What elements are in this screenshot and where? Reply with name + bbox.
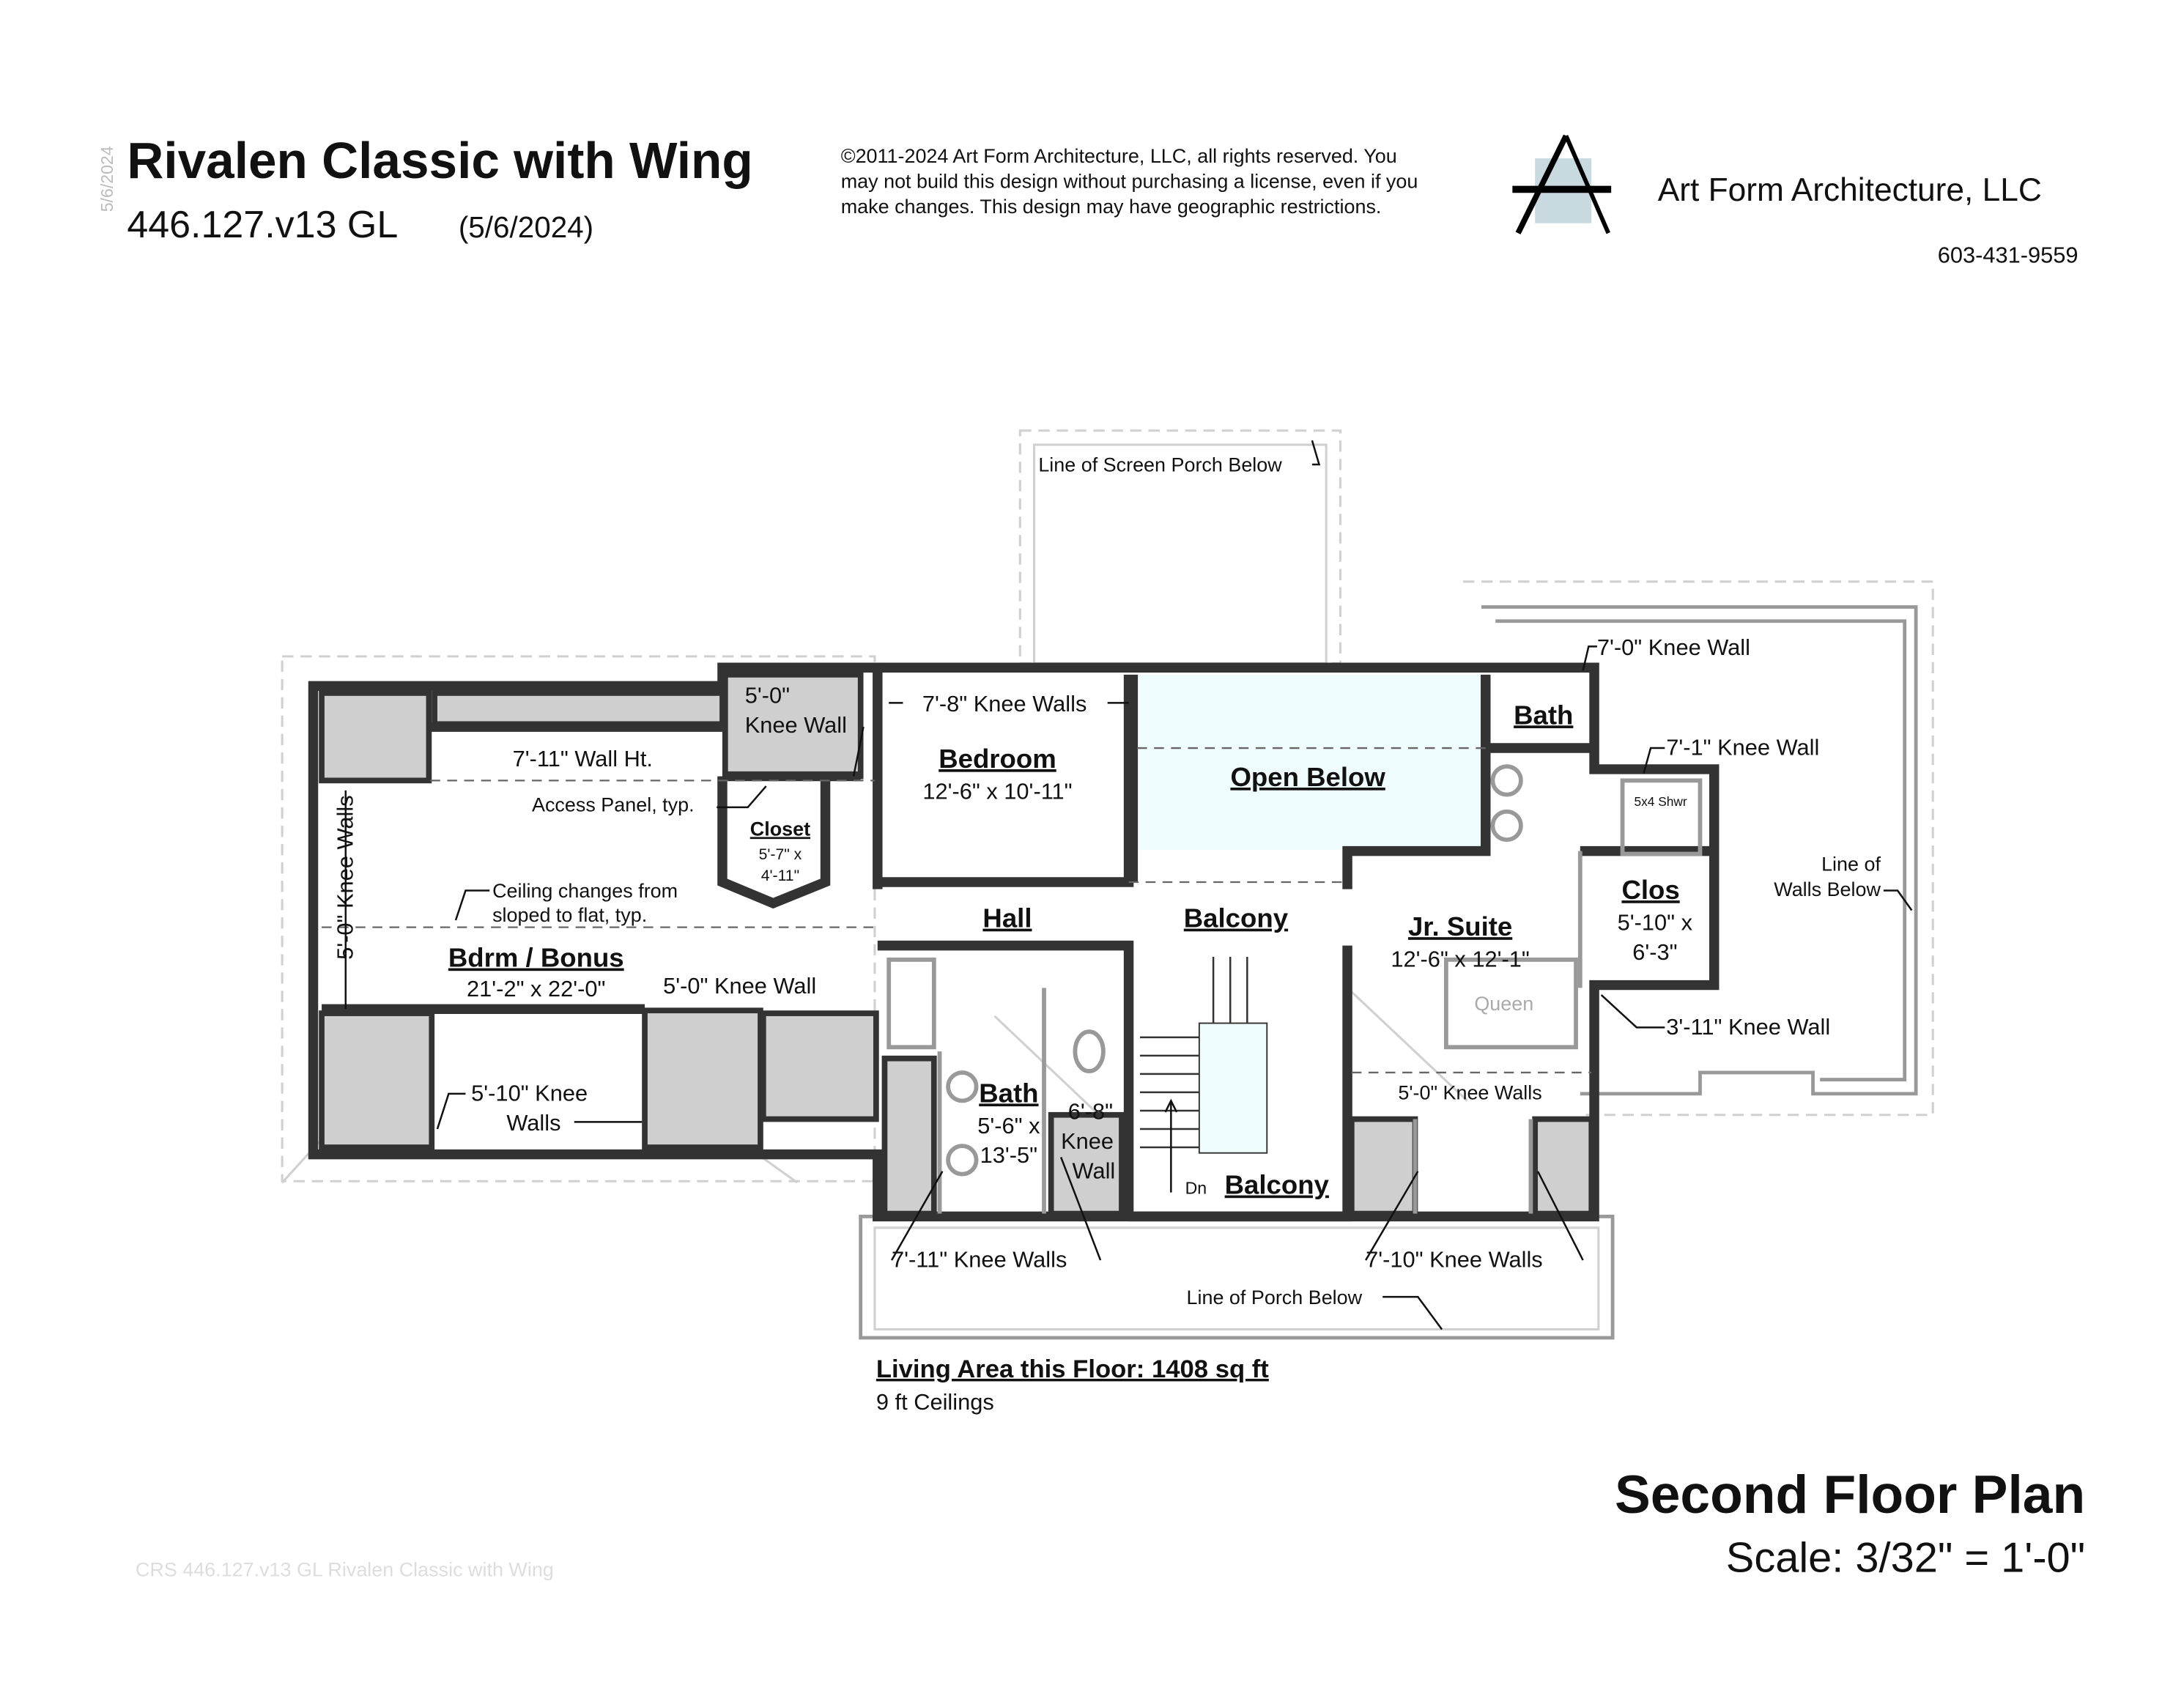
knee-3-11-arrow (1600, 994, 1665, 1029)
room-clos-size-1: 5'-10" x (1618, 909, 1693, 935)
copyright-line-2: may not build this design without purcha… (841, 171, 1418, 193)
plan-number: 446.127.v13 GL (127, 204, 398, 246)
note-ceiling-1: Ceiling changes from (492, 880, 678, 902)
room-bath-top-name: Bath (1514, 700, 1573, 730)
porch-arrow (1382, 1295, 1443, 1330)
company-phone: 603-431-9559 (1938, 243, 2078, 268)
access-panel-arrow (717, 785, 767, 809)
room-clos-size-2: 6'-3" (1632, 939, 1677, 965)
room-clos-name: Clos (1621, 875, 1679, 905)
note-knee-7-11: 7'-11" Knee Walls (892, 1247, 1067, 1273)
company-name: Art Form Architecture, LLC (1658, 172, 2042, 208)
note-knee-7-10: 7'-10" Knee Walls (1366, 1247, 1543, 1273)
note-knee-6-8-3: Wall (1073, 1158, 1116, 1183)
open-below-area (1137, 674, 1484, 850)
knee-7-10-arrows (1365, 1171, 1584, 1261)
plan-date: (5/6/2024) (459, 210, 593, 244)
room-bedroom-size: 12'-6" x 10'-11" (922, 778, 1072, 804)
room-bedroom-name: Bedroom (939, 744, 1056, 774)
knee-7-8-arrows (852, 702, 1129, 777)
room-balcony-bottom-name: Balcony (1225, 1170, 1330, 1200)
note-knee-5-10-2: Walls (506, 1110, 560, 1136)
knee-7-0-arrow (1582, 645, 1597, 671)
copyright-line-3: make changes. This design may have geogr… (841, 196, 1382, 218)
note-knee-5-0-a-2: Knee Wall (745, 712, 847, 738)
note-knee-3-11: 3'-11" Knee Wall (1666, 1014, 1830, 1040)
line-walls-arrow (1883, 889, 1913, 911)
lines-below (281, 429, 1934, 1340)
room-closet-size-2: 4'-11" (761, 867, 799, 884)
note-knee-5-0-a-1: 5'-0" (745, 682, 790, 708)
note-wall-ht: 7'-11" Wall Ht. (513, 746, 653, 771)
note-knee-6-8-1: 6'-8" (1068, 1099, 1113, 1125)
screen-porch-arrow (1311, 440, 1321, 466)
room-hall-name: Hall (982, 903, 1032, 933)
note-shower: 5x4 Shwr (1634, 794, 1687, 809)
room-balcony-top-name: Balcony (1184, 903, 1289, 933)
room-bath-lower-size-2: 13'-5" (980, 1142, 1037, 1168)
note-knee-7-1: 7'-1" Knee Wall (1666, 735, 1819, 760)
plan-title: Rivalen Classic with Wing (127, 132, 752, 189)
note-knee-5-0-b: 5'-0" Knee Wall (663, 973, 816, 999)
stair-opening (1198, 1022, 1268, 1154)
side-date: 5/6/2024 (97, 146, 116, 212)
note-line-walls-2: Walls Below (1774, 878, 1881, 900)
note-queen: Queen (1474, 993, 1533, 1015)
note-stair-dn: Dn (1185, 1179, 1207, 1198)
stair-treads (1139, 957, 1248, 1193)
room-jr-suite-name: Jr. Suite (1408, 911, 1512, 941)
copyright-line-1: ©2011-2024 Art Form Architecture, LLC, a… (841, 145, 1397, 167)
note-knee-6-8-2: Knee (1061, 1128, 1114, 1154)
room-bath-lower-name: Bath (979, 1078, 1038, 1108)
note-screen-porch: Line of Screen Porch Below (1038, 454, 1282, 476)
ceiling-lines (322, 747, 1592, 1074)
note-porch: Line of Porch Below (1187, 1287, 1363, 1308)
room-closet-size-1: 5'-7" x (759, 846, 802, 863)
knee-7-11-arrows (890, 1157, 1102, 1261)
room-bath-lower-size-1: 5'-6" x (977, 1113, 1040, 1139)
note-access-panel: Access Panel, typ. (532, 794, 695, 816)
knee-7-1-arrow (1643, 747, 1665, 774)
room-jr-suite-size: 12'-6" x 12'-1" (1391, 947, 1529, 972)
note-ceiling-2: sloped to flat, typ. (492, 904, 647, 926)
sheet-scale: Scale: 3/32" = 1'-0" (1726, 1535, 2085, 1582)
company-logo (1512, 134, 1612, 234)
note-knee-7-8: 7'-8" Knee Walls (922, 691, 1087, 717)
note-line-walls-1: Line of (1821, 854, 1881, 876)
room-bonus-size: 21'-2" x 22'-0" (467, 976, 605, 1002)
room-closet-name: Closet (750, 818, 810, 840)
note-knee-5-0-c: 5'-0" Knee Walls (1398, 1082, 1541, 1104)
ceiling-arrow (454, 889, 490, 921)
knee-5-10-arrows (436, 1092, 643, 1130)
room-bonus-name: Bdrm / Bonus (448, 943, 624, 973)
note-knee-5-10-1: 5'-10" Knee (471, 1080, 588, 1106)
ceiling-height: 9 ft Ceilings (876, 1389, 994, 1415)
room-open-below-name: Open Below (1230, 762, 1385, 792)
living-area: Living Area this Floor: 1408 sq ft (876, 1355, 1269, 1383)
watermark: CRS 446.127.v13 GL Rivalen Classic with … (136, 1558, 554, 1580)
sheet-title: Second Floor Plan (1615, 1465, 2085, 1525)
note-knee-7-0: 7'-0" Knee Wall (1597, 634, 1750, 660)
knee-wall-areas (319, 672, 1595, 1217)
